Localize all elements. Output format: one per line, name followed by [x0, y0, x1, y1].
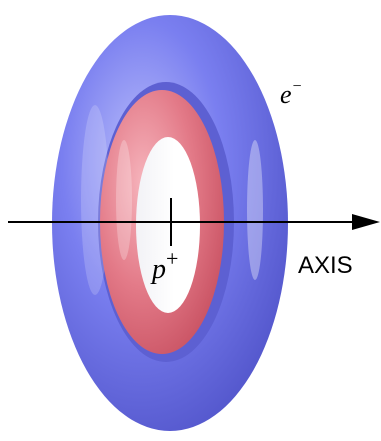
axis-arrow: [8, 214, 380, 230]
center-hole: [136, 137, 200, 313]
proton-label: p+: [150, 246, 178, 285]
electron-label: e−: [280, 78, 302, 109]
axis-label: AXIS: [298, 252, 353, 279]
